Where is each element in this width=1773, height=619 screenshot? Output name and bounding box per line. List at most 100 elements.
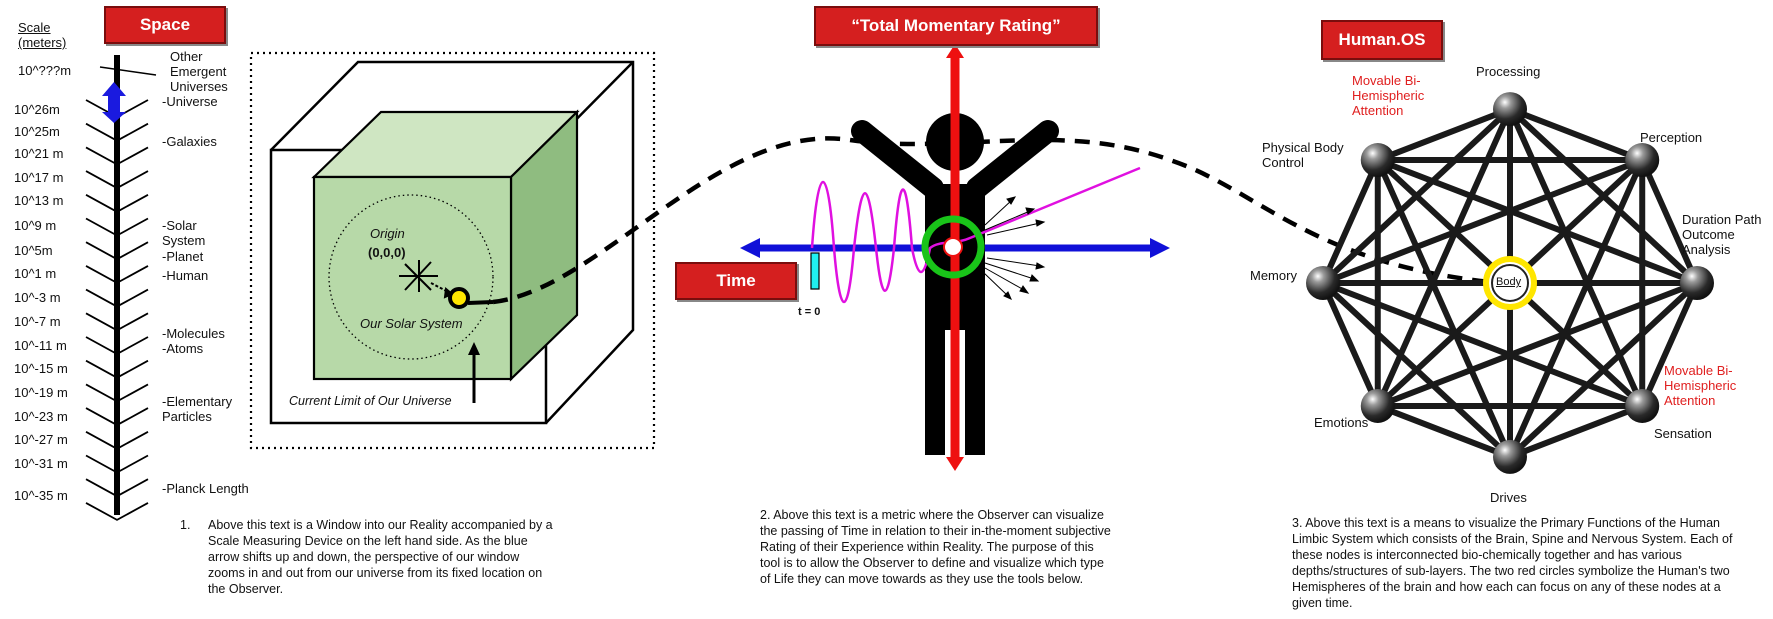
- current-limit-label: Current Limit of Our Universe: [289, 394, 452, 408]
- network-edge: [1639, 157, 1700, 286]
- scale-tick: [85, 359, 149, 379]
- caption-2: 2. Above this text is a metric where the…: [760, 508, 1111, 586]
- scale-mark: 10^5m: [14, 243, 53, 258]
- scale-tick: [85, 502, 149, 521]
- scale-tick: [85, 407, 149, 427]
- scale-top-mark: 10^???m: [18, 63, 72, 78]
- network-node: [1625, 388, 1660, 423]
- scale-tick: [85, 336, 149, 356]
- network-edge: [1374, 157, 1513, 460]
- caption-3: 3. Above this text is a means to visuali…: [1292, 516, 1733, 610]
- network-node: [1306, 266, 1340, 300]
- scale-header: Scale (meters): [18, 20, 67, 50]
- network-node: [1493, 92, 1527, 127]
- scale-tick: [85, 194, 149, 213]
- network-edge: [1507, 402, 1646, 460]
- time-wave: [810, 166, 1141, 303]
- scale-mark: 10^25m: [14, 124, 60, 139]
- node-emotions: Emotions: [1314, 415, 1369, 430]
- solar-system-ring: [328, 194, 494, 360]
- scale-tick: [85, 146, 149, 166]
- rating-title: “Total Momentary Rating”: [814, 6, 1098, 46]
- focus-ring: [921, 215, 985, 279]
- label-planck: -Planck Length: [162, 481, 249, 496]
- label-elementary: -Elementary Particles: [162, 394, 233, 424]
- scale-tick: [85, 217, 149, 237]
- scale-mark: 10^17 m: [14, 170, 64, 185]
- scale-mark: 10^1 m: [14, 266, 57, 281]
- scale-tick: [85, 312, 149, 332]
- network-edge: [1320, 280, 1381, 409]
- time-title: Time: [675, 262, 797, 300]
- network-node: [1360, 143, 1395, 178]
- scale-tick: [85, 454, 149, 474]
- scale-mark: 10^-7 m: [14, 314, 61, 329]
- network-edge: [1374, 157, 1700, 286]
- caption-1: Above this text is a Window into our Rea…: [208, 518, 553, 596]
- body-node[interactable]: [1483, 256, 1537, 310]
- network-edge: [1374, 106, 1513, 164]
- network-node: [1360, 388, 1395, 423]
- network-nodes: [1306, 92, 1714, 474]
- label-human: -Human: [162, 268, 209, 283]
- top-pointer: [99, 66, 157, 76]
- scale-tick: [85, 265, 149, 284]
- scale-mark: 10^-11 m: [14, 338, 67, 353]
- scale-mark: 10^21 m: [14, 146, 64, 161]
- node-processing: Processing: [1476, 64, 1541, 79]
- scale-mark: 10^9 m: [14, 218, 57, 233]
- origin-label: Origin: [370, 226, 405, 241]
- scale-mark: 10^-19 m: [14, 385, 68, 400]
- scale-tick: [85, 288, 149, 308]
- node-memory: Memory: [1250, 268, 1297, 283]
- label-planet: -Planet: [162, 249, 204, 264]
- network-node: [1680, 266, 1714, 300]
- scale-tick: [85, 383, 149, 403]
- scale-mark: 10^-27 m: [14, 432, 68, 447]
- scale-tick: [85, 170, 149, 190]
- network-edge: [1320, 157, 1381, 286]
- network-node: [1625, 143, 1660, 178]
- attention-bottom: Movable Bi-Hemispheric Attention: [1664, 363, 1737, 408]
- scale-tick: [85, 431, 149, 450]
- node-duration: Duration Path Outcome Analysis: [1682, 212, 1762, 257]
- node-perception: Perception: [1640, 130, 1703, 145]
- label-solar-system: -Solar System: [162, 218, 206, 248]
- node-drives: Drives: [1490, 490, 1527, 505]
- label-galaxies: -Galaxies: [162, 134, 217, 149]
- scale-blue-arrow[interactable]: [102, 82, 126, 123]
- scale-tick: [85, 478, 149, 498]
- network-edge: [1374, 402, 1513, 460]
- label-other-universes: Other Emergent Universes: [170, 49, 228, 94]
- network-edges: [1320, 106, 1700, 460]
- attention-top: Movable Bi-Hemispheric Attention: [1352, 73, 1425, 118]
- human-os-title: Human.OS: [1321, 20, 1443, 60]
- origin-star: [399, 260, 454, 299]
- scale-tick: [85, 122, 149, 142]
- label-molecules: -Molecules: [162, 326, 225, 341]
- scale-ruler: [85, 55, 157, 521]
- body-label: Body: [1496, 276, 1522, 288]
- scale-mark: 10^13 m: [14, 193, 64, 208]
- dashed-connector: [492, 136, 1501, 305]
- caption-1-number: 1.: [180, 518, 191, 532]
- emission-rays: [982, 196, 1046, 300]
- rating-arrow: [946, 44, 964, 471]
- t0-marker: [810, 252, 820, 290]
- solar-system-label: Our Solar System: [360, 316, 463, 331]
- scale-mark: 10^-15 m: [14, 361, 68, 376]
- window-frame: [249, 51, 656, 450]
- t0-label: t = 0: [798, 306, 821, 318]
- network-edge: [1507, 106, 1646, 164]
- node-physical-body: Physical Body Control: [1262, 140, 1344, 170]
- observer-marker: [448, 287, 470, 309]
- scale-tick: [85, 241, 149, 261]
- space-title: Space: [104, 6, 226, 44]
- label-universe: -Universe: [162, 94, 218, 109]
- green-cube: [311, 109, 580, 382]
- node-sensation: Sensation: [1654, 426, 1712, 441]
- network-edge: [1320, 280, 1513, 460]
- label-atoms: -Atoms: [162, 341, 204, 356]
- scale-mark: 10^26m: [14, 102, 60, 117]
